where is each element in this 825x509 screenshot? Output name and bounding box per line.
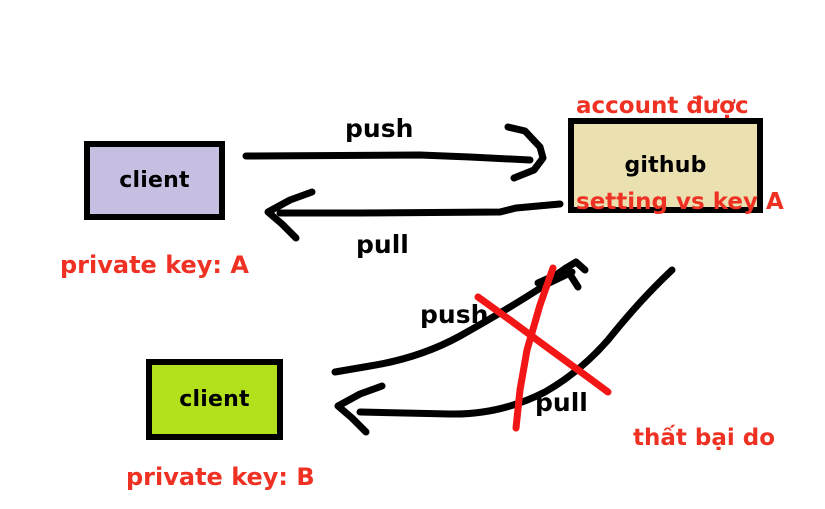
node-github[interactable]: github bbox=[568, 118, 763, 213]
annotation-account-line1: account được bbox=[576, 93, 749, 119]
annotation-failure-wrong-key: thất bại do sai key bbox=[633, 348, 775, 509]
edge-label-push-bottom: push bbox=[420, 300, 489, 329]
edge-label-push-top: push bbox=[345, 114, 414, 143]
edge-label-pull-top: pull bbox=[356, 230, 409, 259]
node-github-label: github bbox=[624, 153, 707, 178]
node-client-a[interactable]: client bbox=[84, 141, 225, 220]
arrow-left-icon bbox=[264, 188, 564, 242]
node-client-b-label: client bbox=[179, 387, 250, 412]
annotation-private-key-a: private key: A bbox=[60, 251, 249, 279]
node-client-a-label: client bbox=[119, 168, 190, 193]
curved-arrow-down-left-icon bbox=[334, 266, 676, 436]
annotation-private-key-b: private key: B bbox=[126, 463, 315, 491]
annotation-failure-line1: thất bại do bbox=[633, 425, 776, 451]
annotation-account-key-setting: account được setting vs key A bbox=[576, 26, 784, 282]
edge-label-pull-bottom: pull bbox=[535, 388, 588, 417]
node-client-b[interactable]: client bbox=[146, 359, 283, 440]
annotation-account-line2: setting vs key A bbox=[576, 189, 784, 215]
